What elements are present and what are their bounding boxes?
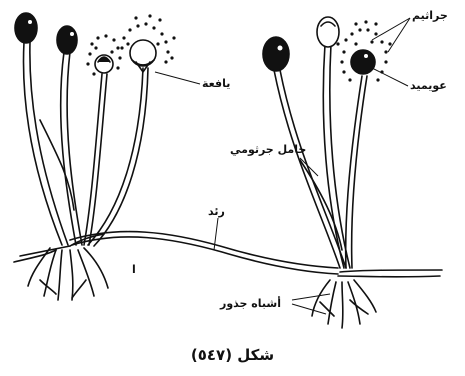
columella-label: عويميد	[410, 80, 447, 91]
right-plant	[263, 17, 442, 328]
left-plant	[14, 13, 156, 300]
figure-caption: شكل (٥٤٧)	[0, 346, 465, 364]
stray-mark: ا	[132, 264, 136, 275]
stolon-label: رئد	[208, 206, 225, 217]
sporangium-label: يافعة	[202, 78, 230, 89]
spores-label: جراثيم	[412, 10, 448, 21]
rhizoids-label: أشباه جذور	[220, 298, 281, 309]
sporangiophore-label: حامل جرثومي	[230, 144, 306, 155]
